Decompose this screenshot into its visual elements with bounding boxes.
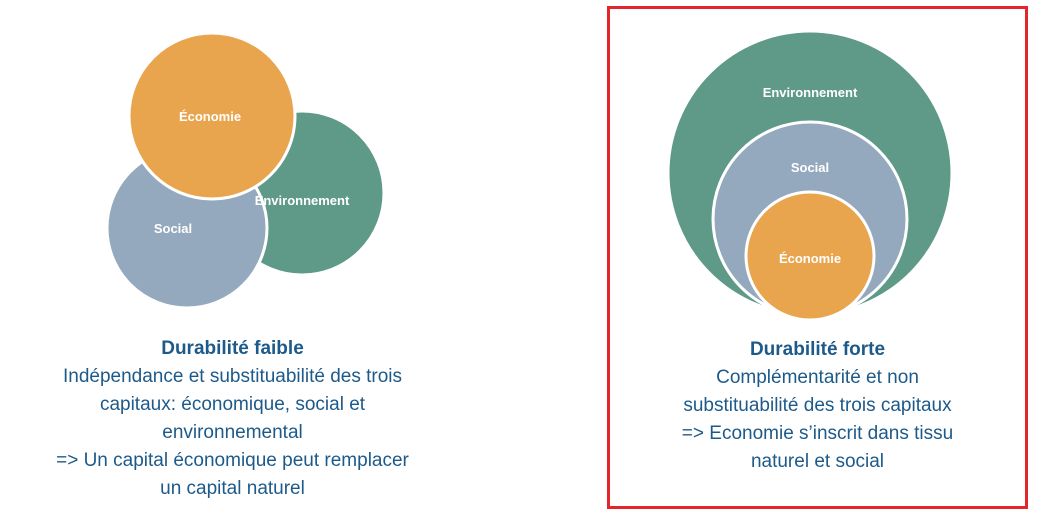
economie-circle <box>744 190 876 322</box>
environnement-label: Environnement <box>763 85 858 100</box>
weak-sustainability-panel: Économie Social Environnement Durabilité… <box>0 0 500 521</box>
weak-sustainability-venn: Économie Social Environnement <box>105 31 386 310</box>
strong-caption-line: naturel et social <box>750 451 885 472</box>
weak-caption-line: Indépendance et substituabilité des troi… <box>62 366 403 387</box>
strong-caption-title: Durabilité forte <box>749 339 886 360</box>
weak-caption: Durabilité faible Indépendance et substi… <box>0 335 465 503</box>
weak-caption-line: environnemental <box>162 422 303 443</box>
strong-sustainability-nested-circles: Environnement Social Économie <box>666 29 954 322</box>
environnement-label: Environnement <box>255 193 350 208</box>
strong-caption-line: => Economie s’inscrit dans tissu <box>681 423 954 444</box>
strong-caption-line: substituabilité des trois capitaux <box>683 395 952 416</box>
weak-caption-line: => Un capital économique peut remplacer <box>56 450 409 471</box>
weak-caption-title: Durabilité faible <box>161 338 304 359</box>
social-label: Social <box>791 160 829 175</box>
weak-caption-line: capitaux: économique, social et <box>99 394 366 415</box>
social-label: Social <box>154 221 192 236</box>
strong-sustainability-panel: Environnement Social Économie Durabilité… <box>607 6 1028 509</box>
economie-label: Économie <box>179 109 241 124</box>
strong-caption: Durabilité forte Complémentarité et non … <box>610 336 1025 476</box>
economie-circle <box>127 31 297 201</box>
strong-caption-line: Complémentarité et non <box>716 367 919 388</box>
economie-label: Économie <box>779 251 841 266</box>
weak-caption-line: un capital naturel <box>160 478 305 499</box>
